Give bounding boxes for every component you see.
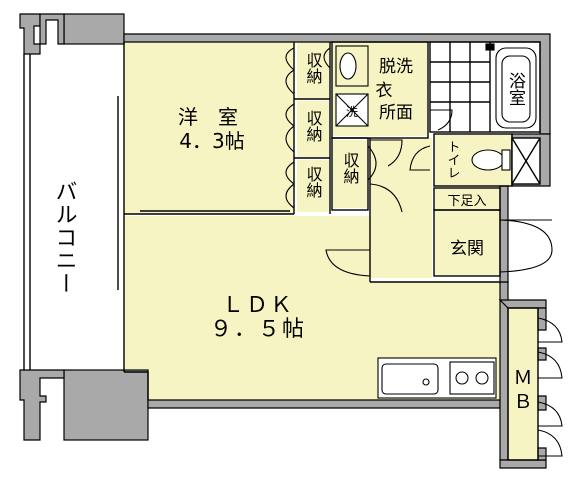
- bath-door: [430, 109, 453, 131]
- closet-1-label: 収納: [304, 52, 323, 85]
- closet-4-floor: [333, 140, 367, 208]
- toilet-label: トイレ: [445, 140, 460, 179]
- bath-label: 浴室: [505, 72, 526, 106]
- closet-2-label: 収納: [304, 110, 323, 143]
- ldk-floor: [124, 216, 500, 400]
- washroom-label-3: 所面: [379, 103, 413, 123]
- sink: [381, 363, 439, 395]
- wall-mb-bottom: [499, 459, 547, 469]
- wall-bottom: [147, 399, 501, 409]
- mb-outline: [507, 307, 539, 461]
- pillar-bottom: [63, 369, 149, 441]
- bath-outline: [429, 41, 541, 133]
- balcony-label: バルコニー: [52, 180, 77, 295]
- toilet-bowl: [471, 149, 505, 171]
- western-room-floor: [124, 42, 294, 214]
- ldk-size: ９．５帖: [210, 317, 306, 342]
- mb-label-1: Ｍ: [513, 367, 532, 389]
- entrance-label: 玄関: [450, 239, 484, 259]
- interior-walls: [23, 41, 541, 461]
- toilet-door: [409, 145, 431, 171]
- closet-2-door: [285, 103, 295, 153]
- washroom-outline: [331, 41, 429, 139]
- closet-1-door: [285, 47, 295, 95]
- closet-1-floor: [297, 42, 329, 98]
- entrance-door: [499, 219, 553, 273]
- closet-4-label: 収納: [341, 152, 360, 185]
- mb-floor: [508, 308, 538, 460]
- doors: [285, 47, 563, 457]
- labels: バルコニー 洋 室 4．3帖 収納 収納 収納 収納 脱洗 衣 所面 洗 浴室 …: [52, 52, 533, 413]
- ldk-label: ＬＤＫ: [222, 293, 294, 318]
- wall-mb-right-bottom: [537, 447, 547, 461]
- floor-areas: [124, 42, 538, 460]
- western-room-size: 4．3帖: [179, 129, 244, 153]
- shoe-box-floor: [434, 189, 500, 209]
- wall-corner-bottom: [19, 369, 65, 441]
- closet-4-door: [367, 145, 377, 181]
- washroom-label-2: 衣: [376, 81, 393, 101]
- room-door: [369, 183, 403, 213]
- closet-2-floor: [297, 101, 329, 157]
- entrance-floor: [434, 211, 500, 275]
- wall-mb-top: [498, 299, 547, 309]
- closet-3-floor: [297, 160, 329, 212]
- wall-entrance-right: [499, 185, 509, 283]
- pillar-top: [63, 13, 125, 45]
- washer-label: 洗: [346, 105, 358, 119]
- wall-top-left: [39, 13, 65, 45]
- washroom-door: [370, 139, 403, 167]
- closet-4-outline: [331, 137, 369, 211]
- wall-right-ldk: [499, 281, 509, 461]
- western-room-label: 洋 室: [178, 105, 238, 129]
- entrance-outline: [433, 209, 501, 277]
- shoe-box-label: 下足入: [447, 194, 486, 209]
- fixtures: [335, 43, 537, 399]
- closet-3-label: 収納: [304, 166, 323, 199]
- washroom-label-1: 脱洗: [379, 57, 413, 77]
- closet-3-door: [285, 161, 295, 209]
- mb-label-2: Ｂ: [513, 391, 532, 413]
